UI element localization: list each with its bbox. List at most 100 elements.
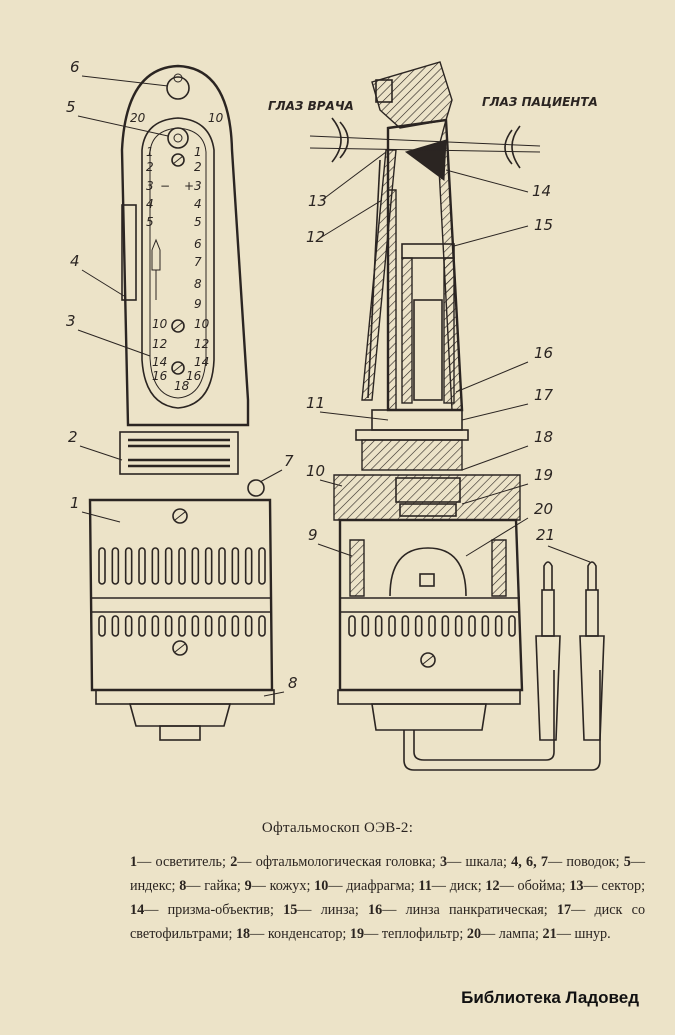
- scale-left-1: 1: [146, 145, 154, 159]
- legend-text: сектор;: [601, 878, 646, 894]
- light-ray-1: [309, 135, 541, 147]
- index-pointer: [151, 238, 161, 271]
- vent-slots-lower: [98, 615, 266, 637]
- callout-leader-2: [79, 445, 123, 461]
- legend-number: 12: [485, 878, 500, 894]
- callout-15: 15: [534, 216, 553, 234]
- light-ray-2: [309, 147, 541, 153]
- callout-leader-7: [259, 469, 283, 483]
- callout-leader-14: [445, 169, 529, 193]
- lens-tube-right-wall: [443, 257, 455, 404]
- head-housing: [120, 64, 250, 427]
- illuminator-body: [88, 498, 274, 692]
- legend-number: 3: [440, 854, 448, 870]
- callout-leader-15: [453, 225, 529, 247]
- legend-text: офтальмологическая головка;: [255, 854, 436, 870]
- scale-left-5: 5: [146, 215, 154, 229]
- scale-right-7: 7: [194, 255, 202, 269]
- scale-right-16: 16: [186, 369, 202, 383]
- vent-slots-upper: [98, 547, 266, 585]
- casing-vent-slots: [348, 615, 516, 637]
- callout-leader-11: [319, 411, 389, 421]
- scale-left-10: 10: [152, 317, 168, 331]
- legend-text: диафрагма;: [346, 878, 415, 894]
- scale-right-6: 6: [194, 237, 202, 251]
- scale-screws: [171, 153, 185, 375]
- scale-top-left: 20: [130, 111, 146, 125]
- illuminator-screw-top: [172, 508, 188, 524]
- callout-leader-21: [547, 545, 591, 563]
- scale-left-14: 14: [152, 355, 167, 369]
- index-disc: [167, 127, 189, 149]
- callout-19: 19: [534, 466, 553, 484]
- parts-legend: 1— осветитель; 2— офтальмологическая гол…: [130, 854, 646, 942]
- callout-20: 20: [534, 500, 553, 518]
- casing-nut: [337, 689, 521, 705]
- callout-leader-17: [461, 403, 529, 421]
- lens-tube-left-wall: [401, 257, 413, 404]
- base-plug: [159, 725, 201, 741]
- callout-leader-13: [321, 151, 387, 201]
- scale-right-2: 2: [194, 160, 202, 174]
- patient-eye: [504, 125, 521, 169]
- library-credit: Библиотека Ладовед: [461, 988, 639, 1007]
- callout-17: 17: [534, 386, 554, 404]
- plug-left: [535, 561, 561, 741]
- callout-leader-20: [465, 517, 529, 557]
- legend-text: осветитель;: [155, 854, 226, 870]
- casing-base: [371, 703, 487, 731]
- casing: [338, 518, 524, 692]
- heat-filter: [399, 503, 457, 517]
- legend-number: 10: [314, 878, 329, 894]
- lamp-socket: [419, 573, 435, 587]
- doctor-eye: [331, 117, 349, 163]
- callout-9: 9: [308, 526, 318, 544]
- callout-leader-18: [461, 445, 529, 471]
- focus-wheel: [119, 431, 239, 475]
- lamp-shield-right: [491, 539, 507, 597]
- callout-leader-19: [461, 483, 529, 505]
- lever-knob-core: [173, 73, 183, 83]
- prism-objective: [404, 139, 447, 181]
- callout-6: 6: [70, 58, 80, 76]
- illuminator-screw-bottom: [172, 640, 188, 656]
- cord-inner: [413, 670, 555, 761]
- scale-window: [141, 117, 215, 409]
- legend-number: 14: [130, 902, 145, 918]
- callout-leader-4: [81, 269, 125, 297]
- legend-number: 15: [283, 902, 298, 918]
- legend-number: 17: [556, 902, 572, 918]
- scale-left-3: 3: [146, 179, 154, 193]
- condenser: [395, 477, 461, 503]
- callout-leader-9: [317, 543, 353, 557]
- scale-right-9: 9: [194, 297, 202, 311]
- legend-text: конденсатор;: [267, 926, 347, 942]
- callout-leader-1: [81, 511, 121, 523]
- legend-text: диск;: [449, 878, 482, 894]
- sector: [367, 159, 381, 399]
- callout-leader-12: [319, 199, 383, 239]
- callout-13: 13: [308, 192, 327, 210]
- scale-right-14: 14: [194, 355, 209, 369]
- callout-18: 18: [534, 428, 553, 446]
- callout-21: 21: [536, 526, 555, 544]
- callout-3: 3: [66, 312, 76, 330]
- lever-slot: [121, 204, 137, 301]
- legend-text: теплофильтр;: [381, 926, 464, 942]
- diaphragm-block: [333, 474, 521, 521]
- callout-4: 4: [70, 252, 80, 270]
- lens-holder: [401, 243, 455, 259]
- legend-number: 11: [418, 878, 432, 894]
- legend-number: 13: [569, 878, 584, 894]
- callout-leader-6: [81, 75, 169, 87]
- legend-number: 16: [368, 902, 383, 918]
- callout-7: 7: [284, 452, 294, 470]
- scale-left-16: 16: [152, 369, 168, 383]
- patient-eye-label: ГЛАЗ ПАЦИЕНТА: [482, 95, 598, 109]
- callout-leader-8: [263, 691, 285, 697]
- callout-11: 11: [306, 394, 325, 412]
- lamp: [389, 547, 467, 597]
